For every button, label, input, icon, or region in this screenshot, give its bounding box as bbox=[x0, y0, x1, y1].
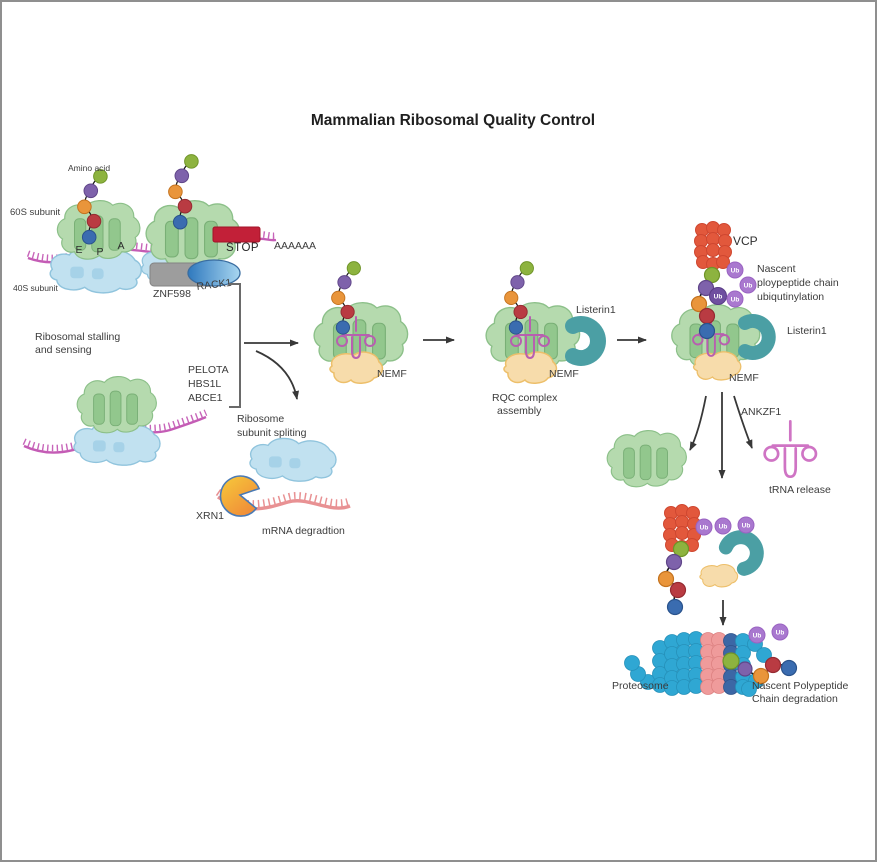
60s-nemf-complex bbox=[313, 260, 409, 384]
rack1-shape bbox=[187, 259, 241, 287]
listerin1-label-1: Listerin1 bbox=[576, 304, 616, 316]
svg-text:Ub: Ub bbox=[731, 268, 740, 275]
nemf-shape bbox=[699, 564, 739, 588]
chain-ball-green bbox=[722, 652, 740, 670]
free-ubiquitin: Ub bbox=[714, 517, 732, 535]
ubiquitination-complex: Ub Ub Ub Ub bbox=[671, 221, 776, 381]
chain-ball-blue bbox=[666, 598, 684, 616]
e-site-label: E bbox=[75, 244, 82, 256]
60s-subunit-label: 60S subunit bbox=[10, 207, 61, 218]
chain-ball-red bbox=[698, 307, 716, 325]
poly-a-label: AAAAAA bbox=[274, 240, 316, 252]
chain-ball-blue bbox=[698, 322, 716, 340]
rqc-caption-line2: assembly bbox=[497, 405, 542, 417]
a-site-label: A bbox=[117, 240, 124, 252]
p-site-label: P bbox=[96, 246, 103, 258]
extracted-chain-complex: Ub Ub Ub bbox=[657, 504, 764, 616]
listerin1-shape bbox=[738, 314, 776, 360]
ribosome-stalled-sensing bbox=[22, 376, 208, 466]
vcp-label: VCP bbox=[733, 234, 758, 248]
stalling-caption-line1: Ribosomal stalling bbox=[35, 331, 120, 343]
svg-text:Ub: Ub bbox=[744, 283, 753, 290]
rqc-caption-line1: RQC complex bbox=[492, 392, 558, 404]
chain-ball-orange bbox=[657, 570, 675, 588]
pelota-label: PELOTA bbox=[188, 364, 229, 376]
free-ubiquitin: Ub bbox=[737, 516, 755, 534]
vcp-shape bbox=[694, 221, 732, 271]
svg-text:Ub: Ub bbox=[700, 525, 709, 532]
xrn1-label: XRN1 bbox=[196, 510, 224, 522]
free-ubiquitin: Ub bbox=[726, 290, 744, 308]
rqc-complex bbox=[485, 260, 606, 384]
60s-subunit-shape bbox=[76, 376, 157, 434]
arrow-trna-release bbox=[733, 395, 753, 449]
nemf-label-2: NEMF bbox=[549, 368, 579, 380]
pathway-bracket bbox=[229, 283, 241, 408]
svg-text:Ub: Ub bbox=[742, 523, 751, 530]
xrn1-shape bbox=[219, 475, 261, 517]
40s-subunit-label: 40S subunit bbox=[13, 283, 59, 293]
released-60s-shape bbox=[606, 430, 687, 488]
chain-ball-red bbox=[764, 656, 782, 674]
chain-ball-orange bbox=[752, 667, 770, 685]
mrna-degradation-label: mRNA degradtion bbox=[262, 525, 345, 537]
chain-ball-green bbox=[672, 540, 690, 558]
ubiquitin-on-chain: Ub bbox=[709, 287, 727, 305]
abce1-label: ABCE1 bbox=[188, 392, 223, 404]
splitting-caption-line2: subunit spliting bbox=[237, 427, 307, 439]
ankzf1-label: ANKZF1 bbox=[741, 406, 781, 418]
degradation-caption-line1: Nascent Polypeptide bbox=[752, 680, 848, 692]
svg-text:Ub: Ub bbox=[731, 297, 740, 304]
svg-text:Ub: Ub bbox=[753, 633, 762, 640]
nemf-shape bbox=[329, 351, 384, 384]
nemf-label-1: NEMF bbox=[377, 368, 407, 380]
nascent-ubiq-line2: ploypeptide chain bbox=[757, 277, 839, 289]
chain-ball-purple bbox=[665, 553, 683, 571]
svg-text:Ub: Ub bbox=[719, 524, 728, 531]
nascent-ubiq-line1: Nascent bbox=[757, 263, 796, 275]
nemf-label-3: NEMF bbox=[729, 372, 759, 384]
stop-codon-shape bbox=[212, 226, 261, 243]
chain-ball-blue bbox=[780, 659, 798, 677]
hbs1l-label: HBS1L bbox=[188, 378, 221, 390]
ribosome-leading: E P A bbox=[49, 168, 143, 294]
stop-label: STOP bbox=[226, 242, 259, 254]
arrow-60s-release bbox=[689, 395, 707, 451]
ribosome-stalled-at-stop bbox=[141, 153, 261, 287]
trna-release-label: tRNA release bbox=[769, 484, 831, 496]
page-title: Mammalian Ribosomal Quality Control bbox=[311, 112, 595, 129]
released-trna-shape bbox=[763, 420, 818, 479]
released-40s-shape bbox=[249, 437, 337, 482]
free-ubiquitin: Ub bbox=[695, 518, 713, 536]
znf598-label: ZNF598 bbox=[153, 288, 191, 300]
rack1-label: RACK1 bbox=[196, 277, 232, 293]
chain-ball-green bbox=[703, 266, 721, 284]
svg-text:Ub: Ub bbox=[776, 630, 785, 637]
splitting-caption-line1: Ribosome bbox=[237, 413, 284, 425]
nascent-ubiq-line3: ubiqutinylation bbox=[757, 291, 824, 303]
free-ubiquitin: Ub bbox=[739, 276, 757, 294]
degradation-caption-line2: Chain degradation bbox=[752, 693, 838, 705]
listerin1-label-2: Listerin1 bbox=[787, 325, 827, 337]
chain-ball-purple bbox=[737, 661, 753, 677]
stalling-caption-line2: and sensing bbox=[35, 344, 92, 356]
chain-ball-purple bbox=[697, 279, 715, 297]
proteosome-label: Proteosome bbox=[612, 680, 669, 692]
arrow-to-splitting bbox=[255, 350, 300, 400]
listerin1-shape bbox=[718, 530, 764, 576]
degrading-chain bbox=[722, 652, 798, 685]
chain-ball-orange bbox=[690, 295, 708, 313]
free-ubiquitin: Ub bbox=[748, 626, 766, 644]
svg-text:Ub: Ub bbox=[714, 294, 723, 301]
amino-acid-label: Amino acid bbox=[68, 163, 110, 173]
chain-ball-red bbox=[669, 581, 687, 599]
free-ubiquitin: Ub bbox=[726, 261, 744, 279]
free-ubiquitin: Ub bbox=[771, 623, 789, 641]
listerin1-shape bbox=[565, 316, 606, 366]
